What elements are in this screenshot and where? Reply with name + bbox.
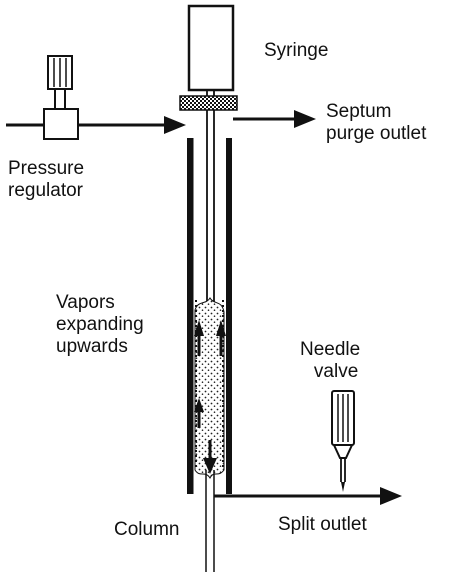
vapors-label: Vapors expanding upwards [56, 292, 144, 357]
vapor-cloud-icon [194, 296, 226, 480]
septum-icon [179, 95, 238, 111]
pressure-regulator-label: Pressure regulator [8, 158, 85, 201]
pressure-regulator-icon [43, 55, 79, 140]
carrier-inlet-arrow [6, 116, 186, 134]
split-outlet-arrow [214, 487, 402, 505]
column-label: Column [114, 519, 180, 540]
split-outlet-label: Split outlet [278, 514, 367, 535]
needle-valve-icon [331, 390, 355, 492]
column [205, 470, 215, 572]
septum-purge-outlet-label: Septum purge outlet [326, 101, 427, 144]
needle-valve-label: Needle valve [300, 339, 361, 382]
syringe-label: Syringe [264, 40, 329, 61]
injector-liner [187, 138, 232, 494]
septum-purge-arrow [233, 110, 316, 128]
